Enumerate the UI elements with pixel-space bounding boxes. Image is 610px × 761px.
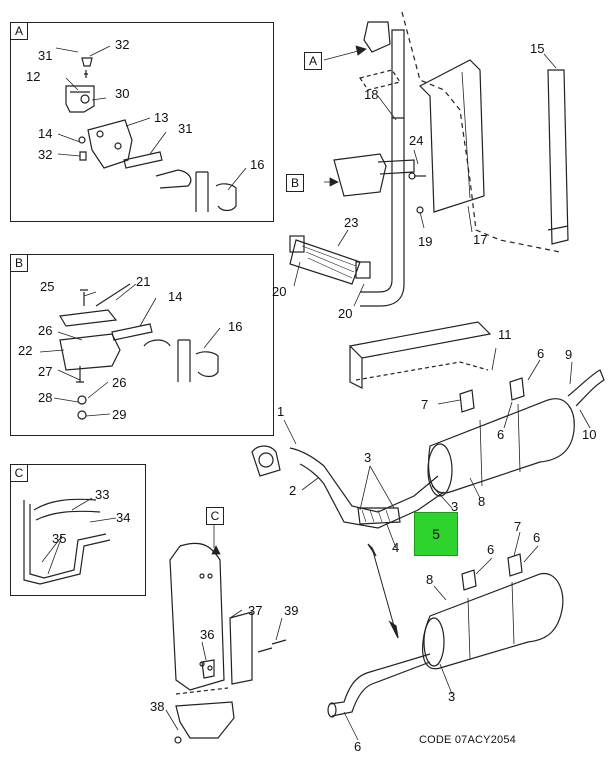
detail-tag-b: B	[11, 255, 28, 272]
label-part-31: 31	[38, 48, 53, 63]
highlighted-part-5[interactable]: 5	[414, 512, 458, 556]
label-part-13: 13	[154, 110, 169, 125]
label-part-38: 38	[150, 699, 165, 714]
label-part-25: 25	[40, 279, 55, 294]
label-part-33: 33	[95, 487, 110, 502]
label-part-32: 32	[115, 37, 130, 52]
label-part-30: 30	[115, 86, 130, 101]
illustration-code: CODE 07ACY2054	[419, 734, 516, 746]
label-part-10: 10	[582, 427, 597, 442]
detail-tag-a: A	[11, 23, 28, 40]
label-part-6: 6	[497, 427, 505, 442]
label-part-29: 29	[112, 407, 127, 422]
label-part-7: 7	[514, 519, 522, 534]
label-part-21: 21	[136, 274, 151, 289]
label-part-20: 20	[338, 306, 353, 321]
label-part-22: 22	[18, 343, 33, 358]
label-part-14: 31	[178, 121, 193, 136]
label-part-3: 3	[364, 450, 372, 465]
label-part-3: 3	[448, 689, 456, 704]
label-part-17: 17	[473, 232, 488, 247]
detail-box-b: B	[10, 254, 274, 436]
label-part-8: 8	[426, 572, 434, 587]
label-part-16: 16	[228, 319, 243, 334]
label-part-19: 19	[418, 234, 433, 249]
label-part-7: 7	[421, 397, 429, 412]
label-part-27: 27	[38, 364, 53, 379]
label-part-15: 15	[530, 41, 545, 56]
label-part-31: 14	[38, 126, 53, 141]
detail-box-c: C	[10, 464, 146, 596]
detail-tag-c: C	[11, 465, 28, 482]
label-part-12: 12	[26, 69, 41, 84]
upper-assembly-art	[289, 11, 569, 307]
label-part-35: 35	[52, 531, 67, 546]
label-part-11: 11	[498, 327, 512, 342]
label-part-36: 36	[200, 627, 215, 642]
label-part-6: 6	[537, 346, 545, 361]
label-part-3: 3	[451, 499, 459, 514]
callout-c: C	[206, 507, 224, 525]
label-part-26: 26	[38, 323, 53, 338]
label-part-9: 9	[565, 347, 573, 362]
callout-a: A	[304, 52, 322, 70]
label-part-6: 6	[487, 542, 495, 557]
label-part-6: 6	[533, 530, 541, 545]
label-part-39: 39	[284, 603, 299, 618]
label-part-26: 26	[112, 375, 127, 390]
label-part-14: 14	[168, 289, 183, 304]
label-part-2: 2	[289, 483, 297, 498]
label-part-24: 24	[409, 133, 424, 148]
label-part-18: 18	[364, 87, 379, 102]
label-part-37: 37	[248, 603, 263, 618]
label-part-8: 8	[478, 494, 486, 509]
label-part-34: 34	[116, 510, 131, 525]
label-part-16: 16	[250, 157, 265, 172]
label-part-20: 20	[272, 284, 287, 299]
label-part-23: 23	[344, 215, 359, 230]
callout-b: B	[286, 174, 304, 192]
label-part-28: 28	[38, 390, 53, 405]
label-part-32: 32	[38, 147, 53, 162]
label-part-4: 4	[392, 540, 400, 555]
label-part-1: 1	[277, 404, 285, 419]
label-part-6: 6	[354, 739, 362, 754]
